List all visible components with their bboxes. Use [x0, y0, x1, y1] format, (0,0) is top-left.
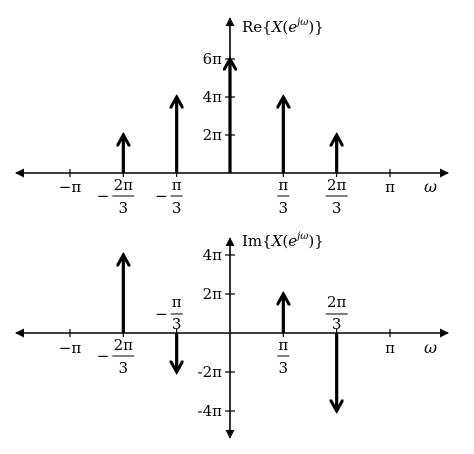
- im-x-tick-fraction: 2π3: [325, 293, 348, 333]
- re-title: Re{X(ejω)}: [242, 17, 324, 36]
- im-title: Im{X(ejω)}: [242, 231, 324, 250]
- im-x-tick-numerator: π: [278, 336, 288, 354]
- im-x-tick-denominator: 3: [332, 315, 342, 333]
- re-x-tick-denominator: 3: [119, 199, 129, 217]
- re-x-tick-fraction: π3: [277, 176, 290, 217]
- im-y-tick-label: -4π: [198, 402, 223, 420]
- re-x-tick-sign: −: [97, 187, 110, 205]
- re-x-tick-sign: −: [155, 187, 168, 205]
- re-x-tick-fraction: −2π 3: [97, 176, 135, 217]
- im-x-axis-label: ω: [424, 338, 437, 357]
- im-x-tick-fraction: −π 3: [155, 293, 183, 333]
- re-y-tick-label: 6π: [203, 50, 223, 68]
- re-x-axis-label: ω: [424, 177, 437, 196]
- im-x-tick-sign: −: [155, 305, 168, 323]
- re-x-tick-denominator: 3: [332, 199, 342, 217]
- re-x-tick-fraction: −π 3: [155, 176, 183, 217]
- im-x-tick-fraction: −2π 3: [97, 336, 135, 377]
- im-x-tick-denominator: 3: [119, 359, 129, 377]
- re-x-tick-label: −π: [59, 178, 82, 196]
- re-y-tick-label: 4π: [203, 88, 223, 106]
- re-y-tick-label: 2π: [203, 126, 223, 144]
- im-y-tick-label: 4π: [203, 246, 223, 264]
- im-x-tick-label: π: [385, 339, 395, 357]
- im-y-tick-label: -2π: [198, 363, 223, 381]
- re-x-tick-numerator: 2π: [114, 176, 134, 194]
- im-x-tick-sign: −: [97, 347, 110, 365]
- re-x-tick-denominator: 3: [172, 199, 182, 217]
- re-x-tick-numerator: π: [278, 176, 288, 194]
- im-x-tick-fraction: π3: [277, 336, 290, 377]
- im-x-tick-numerator: π: [172, 293, 182, 311]
- im-x-tick-denominator: 3: [279, 359, 289, 377]
- im-y-tick-label: 2π: [203, 285, 223, 303]
- re-x-tick-denominator: 3: [279, 199, 289, 217]
- re-x-tick-label: π: [385, 178, 395, 196]
- im-x-tick-numerator: 2π: [114, 336, 134, 354]
- im-x-tick-numerator: 2π: [327, 293, 347, 311]
- re-x-tick-fraction: 2π3: [325, 176, 348, 217]
- re-x-tick-numerator: π: [172, 176, 182, 194]
- im-x-tick-denominator: 3: [172, 315, 182, 333]
- im-x-tick-label: −π: [59, 339, 82, 357]
- re-x-tick-numerator: 2π: [327, 176, 347, 194]
